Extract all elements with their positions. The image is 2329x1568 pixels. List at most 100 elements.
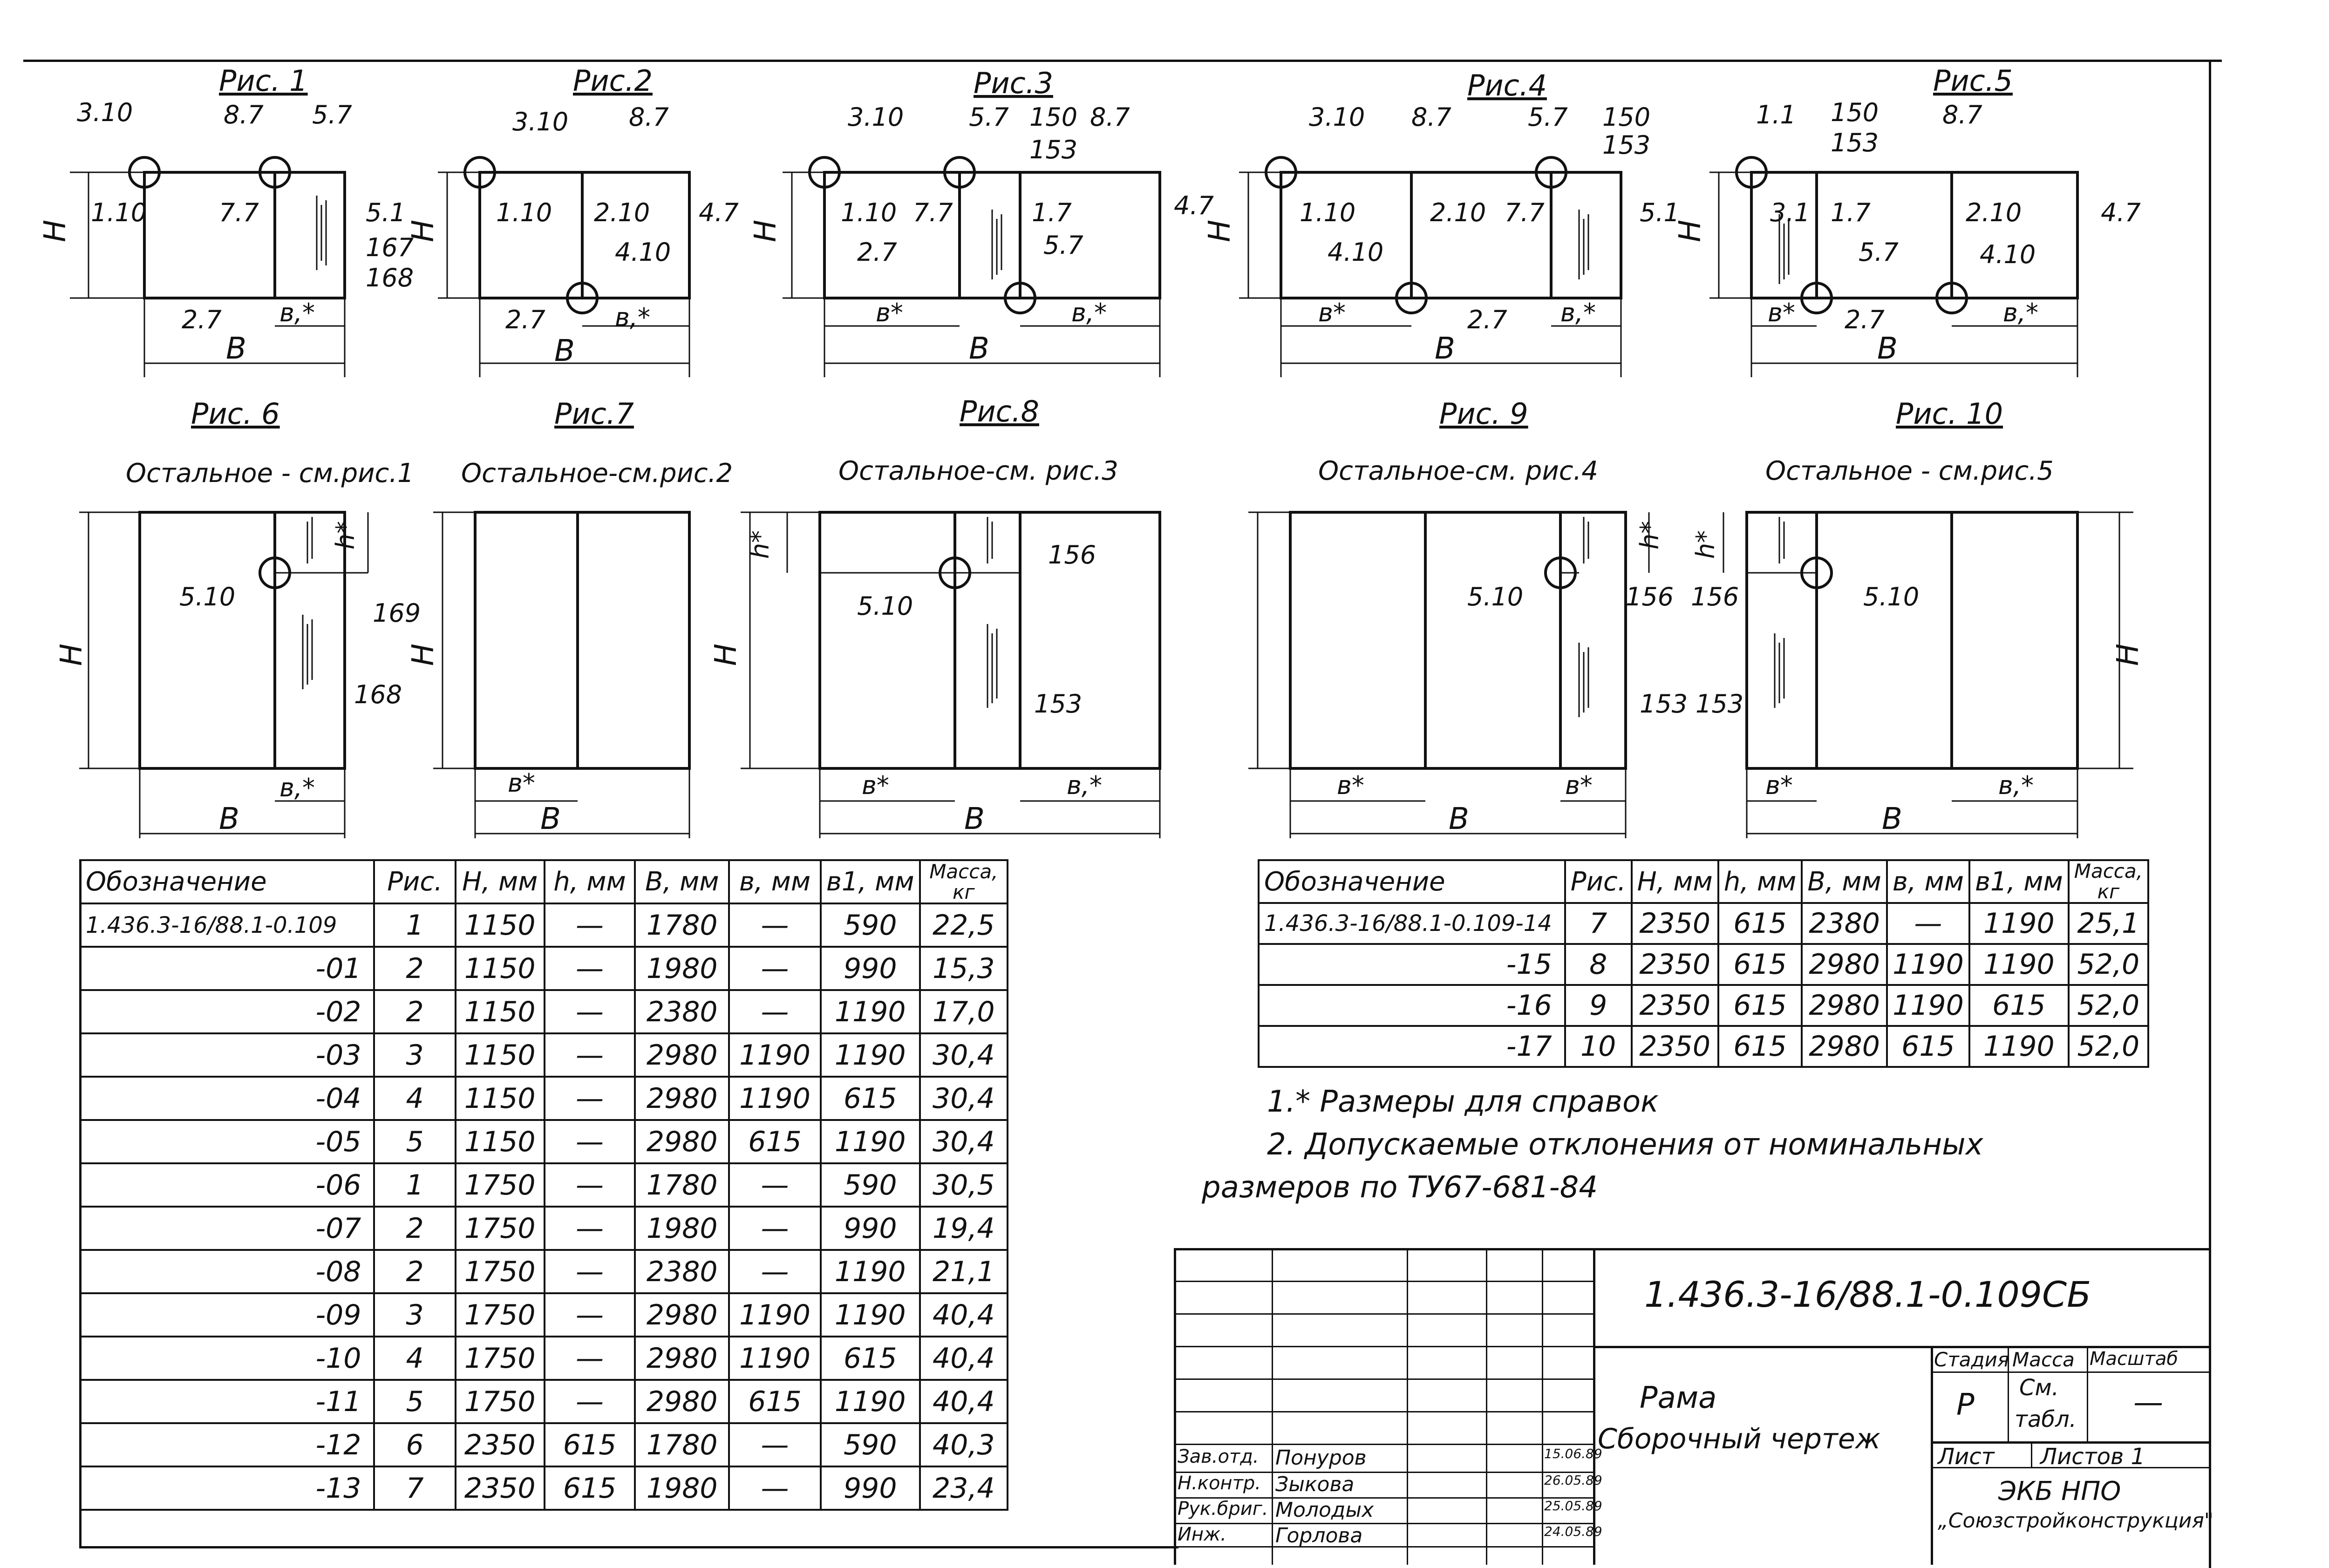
figure-title: Рис.7 — [554, 397, 634, 431]
table-cell: — — [543, 1032, 636, 1078]
table-cell: 990 — [819, 1206, 921, 1251]
label-c: 5.7 — [1528, 102, 1568, 132]
table-cell: 2980 — [634, 1379, 730, 1424]
table-cell: 1190 — [728, 1292, 822, 1337]
label-g: 5.7 — [1043, 231, 1083, 260]
figure-title: Рис. 10 — [1896, 397, 2003, 431]
drawing-name-line1: Рама — [1640, 1381, 1717, 1415]
table-cell: 2980 — [1801, 943, 1888, 986]
table-cell: 1750 — [454, 1336, 545, 1381]
signature-role: Инж. — [1178, 1524, 1226, 1545]
dim-b: В — [226, 332, 246, 366]
col-mass: Масса, кг — [2067, 859, 2149, 904]
cell-designation: 1.436.3-16/88.1-0.109-14 — [1258, 902, 1566, 945]
table-cell: 2 — [373, 1249, 456, 1294]
label-a: 5.10 — [1863, 582, 1919, 611]
mass-value-2: табл. — [2015, 1406, 2077, 1432]
table-cell: 25,1 — [2067, 902, 2149, 945]
table-cell: 615 — [819, 1336, 921, 1381]
table-cell: 615 — [819, 1076, 921, 1121]
table-cell: 1150 — [454, 1032, 545, 1078]
label-d: 1.10 — [841, 198, 897, 227]
label-b: 8.7 — [224, 100, 264, 129]
figure-title: Рис.3 — [974, 66, 1053, 100]
table-cell: — — [1886, 902, 1970, 945]
cell-designation: -09 — [79, 1292, 375, 1337]
label-e2: 1.7 — [1032, 198, 1072, 227]
table-cell: 1190 — [728, 1076, 822, 1121]
label-d: 153 — [1640, 689, 1688, 719]
label-c3: 153 — [1602, 130, 1650, 160]
figure-9: Рис. 9 Остальное-см. рис.4 h* 5.10 156 1… — [1248, 397, 1688, 838]
table-cell: 2380 — [634, 989, 730, 1034]
table-header-row: Обозначение Рис. Н, мм h, мм В, мм в, мм… — [1258, 859, 2149, 904]
signature-name: Понуров — [1275, 1446, 1367, 1470]
dim-b: В — [969, 332, 989, 366]
col-designation: Обозначение — [79, 859, 375, 904]
cell-designation: -12 — [79, 1422, 375, 1467]
dim-h: Н — [749, 220, 783, 242]
table-cell: 5 — [373, 1119, 456, 1164]
dim-h: Н — [2111, 644, 2145, 666]
figure-note: Остальное-см.рис.2 — [461, 458, 733, 489]
col-b-big: В, мм — [634, 859, 730, 904]
label-b: 8.7 — [1411, 102, 1451, 132]
col-fig: Рис. — [373, 859, 456, 904]
label-g: 167 — [366, 233, 414, 262]
label-c: 156 — [1626, 582, 1674, 611]
table-cell: — — [543, 1336, 636, 1381]
label-j: в,* — [2003, 298, 2038, 327]
figure-title: Рис. 9 — [1439, 397, 1528, 431]
cell-designation: -04 — [79, 1076, 375, 1121]
signature-date: 25.05.89 — [1544, 1498, 1602, 1514]
sheets-label: Листов 1 — [2040, 1444, 2145, 1470]
cell-designation: -05 — [79, 1119, 375, 1164]
label-b2: 8.7 — [1942, 100, 1982, 129]
dim-h: Н — [709, 644, 743, 666]
table-cell: 52,0 — [2067, 984, 2149, 1027]
col-h-big: Н, мм — [1630, 859, 1719, 904]
table-cell: 2980 — [1801, 1025, 1888, 1068]
label-b: 150 — [1831, 98, 1879, 127]
note-3: размеров по ТУ67-681-84 — [1202, 1170, 1598, 1205]
table-cell: 1190 — [728, 1032, 822, 1078]
figure-note: Остальное-см. рис.3 — [838, 456, 1118, 486]
label-a: 3.10 — [77, 98, 133, 127]
dim-h: Н — [406, 644, 441, 666]
label-i2: в* — [876, 298, 903, 327]
label-j: в,* — [1071, 298, 1107, 327]
label-a: 3.10 — [512, 107, 568, 136]
figure-title: Рис. 6 — [191, 397, 280, 431]
table-cell: 1750 — [454, 1292, 545, 1337]
label-b: h* — [331, 521, 360, 550]
table-cell: — — [728, 946, 822, 991]
label-i3: в* — [1565, 771, 1593, 800]
table-cell: 19,4 — [919, 1206, 1009, 1251]
label-i: 2.7 — [857, 238, 897, 267]
table-cell: — — [543, 989, 636, 1034]
col-mass: Масса, кг — [919, 859, 1009, 904]
figure-6: Рис. 6 Остальное - см.рис.1 Н 5.10 h* 16… — [54, 397, 421, 838]
label-c2: 8.7 — [1090, 102, 1130, 132]
label-e: 1.7 — [1831, 198, 1871, 227]
label-c: 150 — [1029, 102, 1077, 132]
cell-designation: -15 — [1258, 943, 1566, 986]
table-cell: 615 — [543, 1422, 636, 1467]
label-e2: 7.7 — [1505, 198, 1545, 227]
spec-table-right: Обозначение Рис. Н, мм h, мм В, мм в, мм… — [1258, 859, 2149, 1068]
table-cell: — — [543, 946, 636, 991]
table-cell: 1190 — [728, 1336, 822, 1381]
label-j: в,* — [1998, 771, 2034, 800]
label-d: 168 — [354, 680, 402, 709]
label-i: 2.7 — [505, 305, 545, 334]
signature-role: Зав.отд. — [1178, 1446, 1259, 1467]
label-i: 2.7 — [1467, 305, 1507, 334]
dim-b: В — [1877, 332, 1898, 366]
table-cell: — — [543, 1162, 636, 1208]
cell-designation: -02 — [79, 989, 375, 1034]
